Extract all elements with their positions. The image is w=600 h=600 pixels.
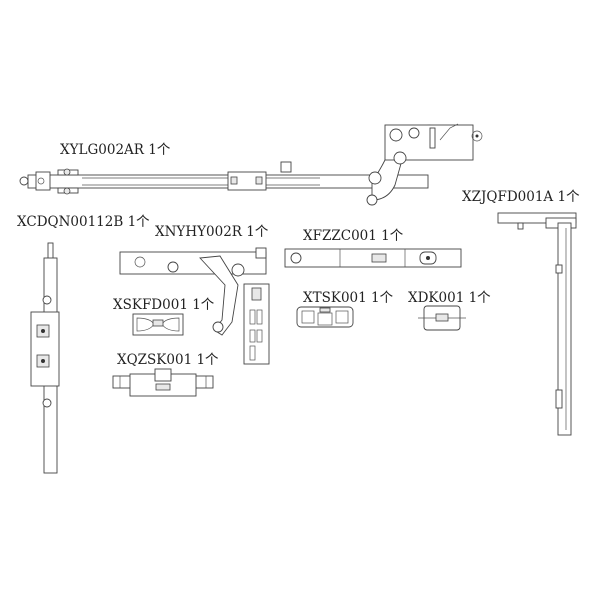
- label-xzjqfd001a: XZJQFD001A 1个: [462, 189, 580, 205]
- label-xylg002ar: XYLG002AR 1个: [60, 142, 171, 158]
- label-xdk001: XDK001 1个: [408, 290, 491, 306]
- label-xqzsk001: XQZSK001 1个: [117, 352, 219, 368]
- label-xtsk001: XTSK001 1个: [303, 290, 394, 306]
- part-xdk001-keeper: [418, 305, 466, 331]
- part-xcdqn00112b-drive-bar: [30, 242, 60, 474]
- label-xnyhy002r: XNYHY002R 1个: [155, 224, 269, 240]
- part-xskfd001-keeper: [132, 313, 184, 336]
- part-xzjqfd001a-corner-drive: [497, 212, 577, 436]
- part-xfzzc001-anti-misoperation: [284, 248, 462, 268]
- part-xnyhy002r-hinge: [119, 247, 270, 365]
- label-xskfd001: XSKFD001 1个: [113, 297, 215, 313]
- part-xqzsk001-keeper: [112, 368, 214, 397]
- label-xcdqn00112b: XCDQN00112B 1个: [17, 214, 150, 230]
- part-xtsk001-keeper: [296, 306, 354, 328]
- label-xfzzc001: XFZZC001 1个: [303, 228, 404, 244]
- part-xylg002ar-stay-arm: [19, 123, 483, 206]
